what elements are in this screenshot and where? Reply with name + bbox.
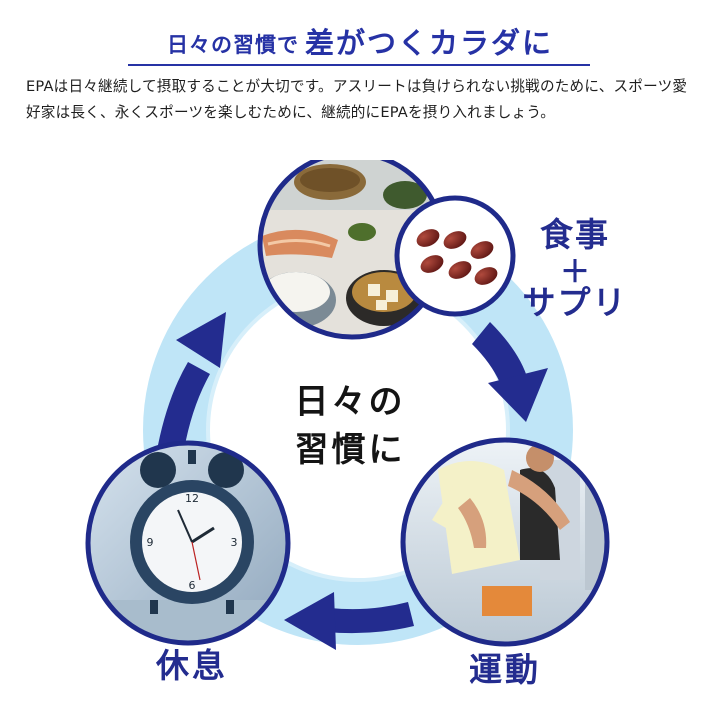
heading-part1: 日々の習慣で [166,33,299,57]
svg-text:6: 6 [189,579,196,592]
heading-underline [128,64,590,66]
cycle-center-line2: 習慣に [295,430,406,470]
runner-photo-icon [403,440,607,644]
step-rest-label: 休息 [155,646,228,685]
cycle-center-line1: 日々の [295,382,406,422]
exercise-photo [400,437,610,647]
supplement-photo [394,195,516,317]
step-meal-plus: ＋ [560,255,590,290]
step-meal-line2: サプリ [523,283,628,322]
arrow-to-meal [158,312,226,450]
svg-text:9: 9 [147,536,154,549]
step-exercise-label: 運動 [469,650,541,689]
svg-text:12: 12 [185,492,199,505]
step-meal-line1: 食事 [540,215,610,254]
svg-text:3: 3 [231,536,238,549]
arrow-to-exercise [472,322,548,422]
habit-cycle-diagram: 12 3 6 9 日々の 習慣に 食事 ＋ サプリ 運動 休息 [85,160,628,689]
capsule-icon [416,229,498,285]
intro-paragraph: EPAは日々継続して摂取することが大切です。アスリートは負けられない挑戦のために… [26,78,688,121]
page-heading: 日々の習慣で 差がつくカラダに [0,22,720,62]
cycle-arrows [158,312,548,650]
arrow-to-rest [284,592,414,650]
heading-part2: 差がつくカラダに [304,26,553,60]
